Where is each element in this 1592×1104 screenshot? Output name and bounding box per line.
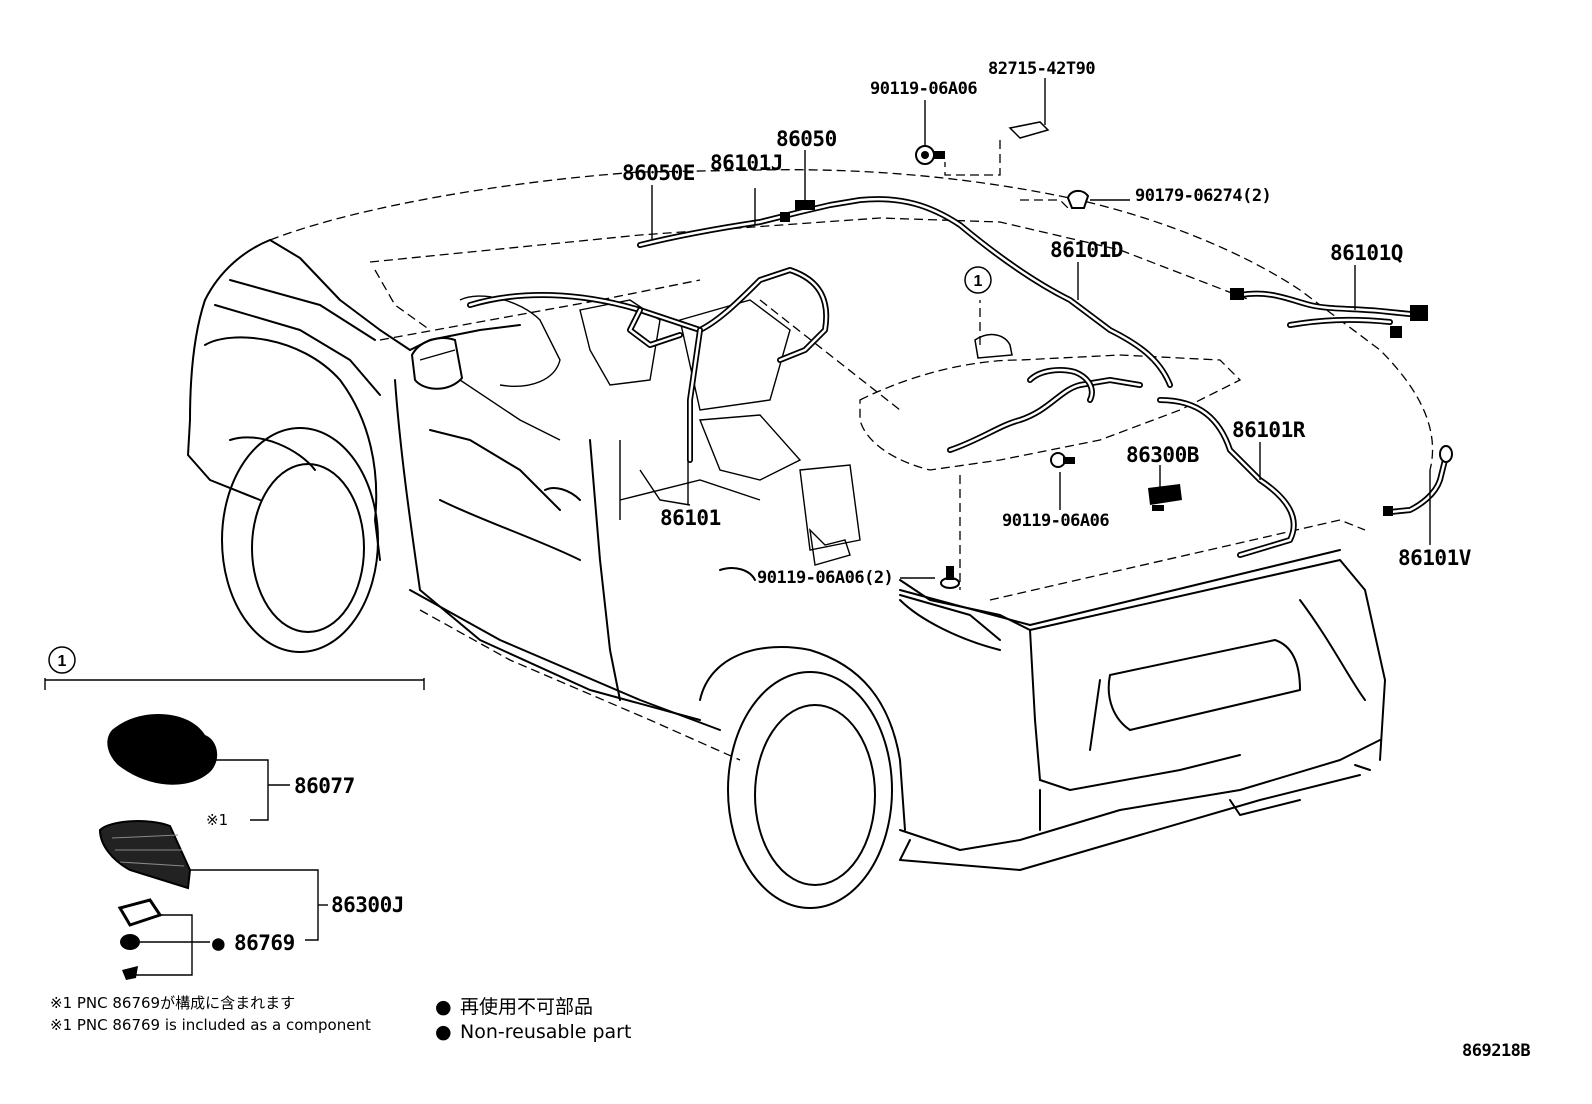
label-86769-dot: ● [212, 931, 225, 955]
label-86101J: 86101J [710, 151, 783, 175]
bolt-90119-top-icon [915, 145, 945, 165]
reference-marker-car: 1 [964, 266, 992, 294]
connector-86050 [780, 200, 815, 222]
label-86050E: 86050E [622, 161, 695, 185]
vehicle-body [187, 169, 1434, 909]
front-harness [467, 267, 830, 463]
label-86101: 86101 [660, 506, 721, 530]
note-english: ※1 PNC 86769 is included as a component [50, 1016, 371, 1034]
label-90119-top: 90119-06A06 [870, 79, 977, 99]
harness-86101Q [1230, 288, 1428, 338]
bolt-90119-mid-icon [1050, 452, 1075, 468]
label-86101D: 86101D [1050, 238, 1123, 262]
svg-text:1: 1 [974, 273, 983, 290]
label-86050: 86050 [776, 127, 837, 151]
drawing-number: 869218B [1462, 1041, 1530, 1061]
label-82715: 82715-42T90 [988, 59, 1095, 79]
legend-symbol-en: ● [435, 1021, 452, 1043]
label-86300B: 86300B [1126, 443, 1199, 467]
component-notes: ※1 PNC 86769が構成に含まれます ※1 PNC 86769 is in… [50, 994, 371, 1034]
footnote-marker-label: ※1 [206, 811, 228, 829]
label-86101R: 86101R [1232, 418, 1306, 442]
label-90179: 90179-06274(2) [1135, 186, 1271, 206]
note-japanese: ※1 PNC 86769が構成に含まれます [50, 994, 295, 1012]
svg-text:1: 1 [58, 653, 67, 670]
rear-harness-86101R [1157, 397, 1297, 558]
legend-text-jp: 再使用不可部品 [460, 996, 593, 1018]
label-90119-mid: 90119-06A06 [1002, 511, 1109, 531]
label-86077: 86077 [294, 774, 355, 798]
leader-lines [639, 78, 1431, 579]
label-86300J: 86300J [331, 893, 404, 917]
label-90119-low: 90119-06A06(2) [757, 568, 893, 588]
deck-harness [947, 367, 1143, 453]
antenna-amplifier-86300B [1148, 484, 1182, 511]
bracket-82715-icon [1008, 121, 1050, 139]
harness-86101V [1383, 445, 1453, 516]
callout-labels: 82715-42T90 90119-06A06 86050 86101J 860… [206, 59, 1472, 955]
legend-text-en: Non-reusable part [460, 1021, 631, 1043]
clip-90179-icon [1066, 190, 1090, 209]
antenna-base-marker [974, 333, 1013, 359]
bolt-90119-low-icon [940, 566, 960, 589]
detail-inset [44, 678, 425, 980]
label-86101Q: 86101Q [1330, 241, 1403, 265]
label-86101V: 86101V [1398, 546, 1472, 570]
legend-symbol-jp: ● [435, 996, 452, 1018]
reference-marker-inset: 1 [48, 646, 76, 674]
roof-harness [637, 196, 1173, 388]
label-86769: 86769 [234, 931, 295, 955]
legend: ● 再使用不可部品 ● Non-reusable part [435, 996, 631, 1043]
